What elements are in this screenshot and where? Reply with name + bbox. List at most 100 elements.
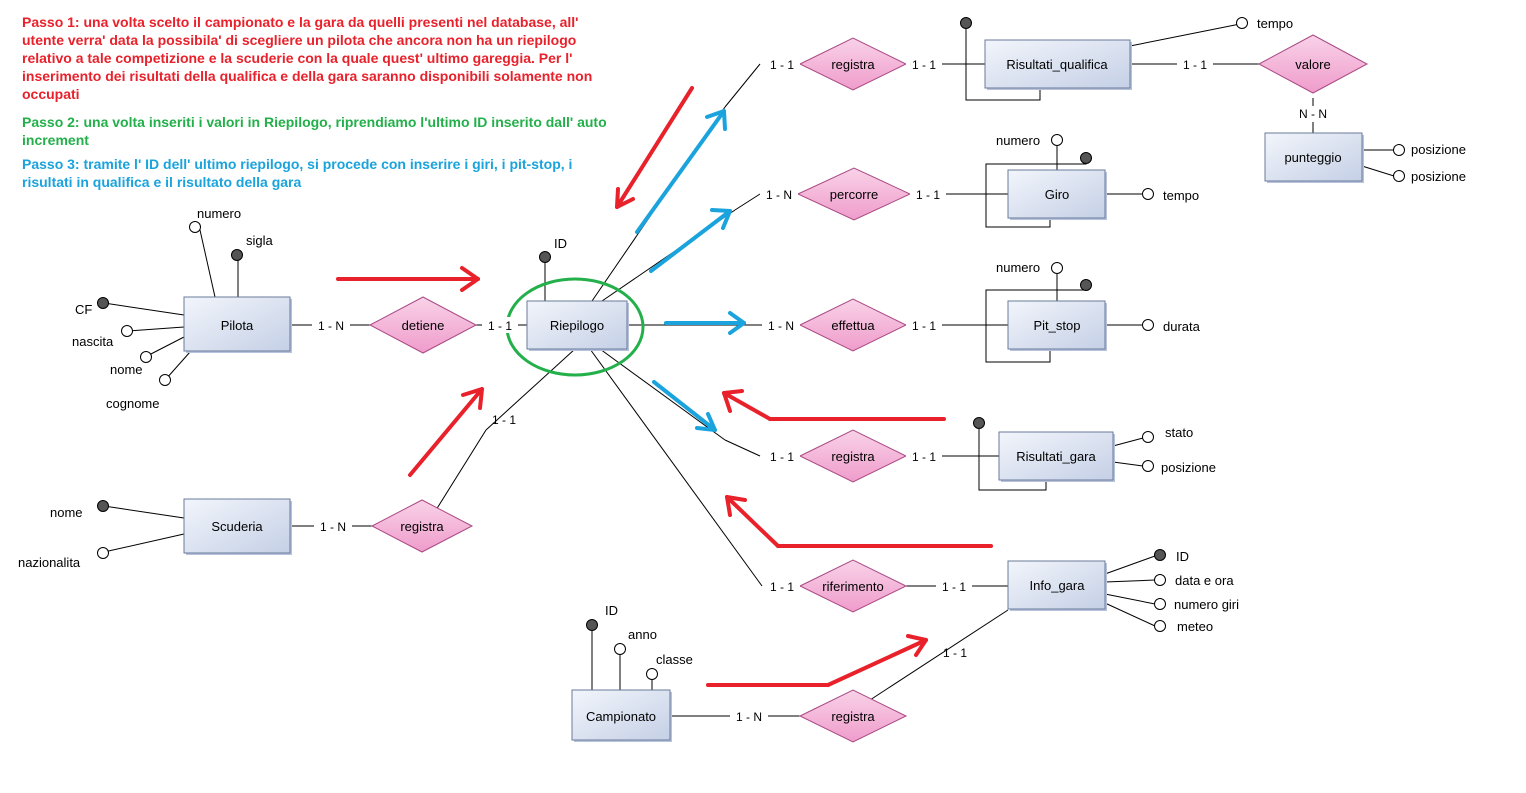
relation-registra-gara: registra [798, 429, 908, 483]
card-riepilogo-registra-q: 1 - 1 [770, 58, 794, 72]
attribute-markers [97, 17, 1405, 680]
attr-pilota-cf: CF [75, 302, 92, 317]
entity-risultati-gara-label: Risultati_gara [1016, 449, 1096, 464]
step3-note: Passo 3: tramite l' ID dell' ultimo riep… [22, 156, 573, 190]
entity-risultati-qualifica: Risultati_qualifica [984, 39, 1132, 90]
attr-marker-info-id [1154, 549, 1166, 561]
attr-campionato-classe: classe [656, 652, 693, 667]
card-riepilogo-riferimento: 1 - 1 [770, 580, 794, 594]
attr-marker-campionato-anno [614, 643, 626, 655]
attr-marker-giro-key [1080, 152, 1092, 164]
attr-gara-posizione: posizione [1161, 460, 1216, 475]
attr-marker-giro-tempo [1142, 188, 1154, 200]
notes-panel: Passo 1: una volta scelto il campionato … [22, 13, 622, 201]
blue-arrow-gara [652, 380, 717, 432]
card-effettua-pitstop: 1 - 1 [912, 319, 936, 333]
card-riferimento-info: 1 - 1 [942, 580, 966, 594]
attr-pitstop-durata: durata [1163, 319, 1201, 334]
attr-info-id: ID [1176, 549, 1189, 564]
connector-lines [103, 23, 1395, 717]
entity-scuderia: Scuderia [183, 498, 292, 555]
attr-pitstop-numero: numero [996, 260, 1040, 275]
attr-marker-scuderia-nome [97, 500, 109, 512]
attr-scuderia-nome: nome [50, 505, 83, 520]
attr-campionato-anno: anno [628, 627, 657, 642]
attr-marker-punteggio-posizione-2 [1393, 170, 1405, 182]
entity-riepilogo-label: Riepilogo [550, 318, 604, 333]
entity-scuderia-label: Scuderia [211, 519, 263, 534]
attr-marker-pilota-sigla [231, 249, 243, 261]
card-registra-info: 1 - 1 [943, 646, 967, 660]
attr-marker-punteggio-posizione-1 [1393, 144, 1405, 156]
attr-pilota-numero: numero [197, 206, 241, 221]
card-campionato-registra: 1 - N [736, 710, 762, 724]
attr-marker-campionato-id [586, 619, 598, 631]
attr-marker-pilota-cf [97, 297, 109, 309]
attr-marker-gara-key [973, 417, 985, 429]
attr-giro-tempo: tempo [1163, 188, 1199, 203]
attr-marker-riepilogo-id [539, 251, 551, 263]
card-detiene-riepilogo: 1 - 1 [488, 319, 512, 333]
relation-riferimento: riferimento [798, 559, 908, 613]
red-arrow-qualifica [615, 86, 694, 209]
card-percorre-giro: 1 - 1 [916, 188, 940, 202]
attr-gara-stato: stato [1165, 425, 1193, 440]
attr-punteggio-posizione-2: posizione [1411, 169, 1466, 184]
entity-pit-stop: Pit_stop [1007, 300, 1107, 351]
relation-valore-label: valore [1295, 57, 1330, 72]
cardinalities: 1 - N 1 - 1 1 - N 1 - 1 1 - 1 1 - 1 1 - … [312, 56, 1332, 724]
entities: Pilota Scuderia Riepilogo Campionato Ris… [183, 39, 1364, 742]
relationships: detiene registra registra percorre effet… [368, 34, 1369, 743]
entity-pilota-label: Pilota [221, 318, 254, 333]
entity-pit-stop-label: Pit_stop [1034, 318, 1081, 333]
card-riepilogo-effettua: 1 - N [768, 319, 794, 333]
entity-campionato: Campionato [571, 689, 672, 742]
relation-valore: valore [1257, 34, 1369, 94]
attr-marker-gara-posizione [1142, 460, 1154, 472]
attr-riepilogo-id: ID [554, 236, 567, 251]
attr-marker-giro-numero [1051, 134, 1063, 146]
relation-riferimento-label: riferimento [822, 579, 883, 594]
card-registra-g-risultati: 1 - 1 [912, 450, 936, 464]
attr-pilota-nome: nome [110, 362, 143, 377]
attr-marker-pitstop-durata [1142, 319, 1154, 331]
relation-registra-qualifica-label: registra [831, 57, 875, 72]
card-valore-punteggio: N - N [1299, 107, 1327, 121]
red-arrow-scuderia [408, 387, 484, 477]
attr-marker-campionato-classe [646, 668, 658, 680]
attr-punteggio-posizione-1: posizione [1411, 142, 1466, 157]
attr-pilota-nascita: nascita [72, 334, 114, 349]
entity-info-gara: Info_gara [1007, 560, 1107, 611]
attr-marker-info-meteo [1154, 620, 1166, 632]
attr-marker-pilota-numero [189, 221, 201, 233]
attr-marker-pilota-cognome [159, 374, 171, 386]
relation-registra-scuderia: registra [370, 499, 474, 553]
entity-pilota: Pilota [183, 296, 292, 353]
attr-qualifica-tempo: tempo [1257, 16, 1293, 31]
entity-campionato-label: Campionato [586, 709, 656, 724]
attribute-labels: numero sigla CF nascita nome cognome nom… [18, 16, 1466, 667]
entity-giro-label: Giro [1045, 187, 1070, 202]
card-scuderia-registra: 1 - N [320, 520, 346, 534]
relation-effettua-label: effettua [831, 318, 875, 333]
attr-marker-info-giri [1154, 598, 1166, 610]
annotation-arrows [336, 86, 993, 687]
entity-risultati-gara: Risultati_gara [998, 431, 1115, 482]
attr-pilota-sigla: sigla [246, 233, 274, 248]
entity-riepilogo: Riepilogo [526, 300, 629, 351]
attr-marker-pilota-nome [140, 351, 152, 363]
attr-pilota-cognome: cognome [106, 396, 159, 411]
card-registra-q-risultati: 1 - 1 [912, 58, 936, 72]
relation-detiene: detiene [368, 296, 478, 354]
entity-info-gara-label: Info_gara [1030, 578, 1086, 593]
attr-marker-qualifica-tempo [1236, 17, 1248, 29]
relation-percorre: percorre [796, 167, 912, 221]
attr-marker-scuderia-nazionalita [97, 547, 109, 559]
blue-arrow-giro [649, 209, 732, 273]
relation-effettua: effettua [798, 298, 908, 352]
relation-percorre-label: percorre [830, 187, 878, 202]
attr-marker-qualifica-key [960, 17, 972, 29]
relation-registra-campionato-label: registra [831, 709, 875, 724]
entity-risultati-qualifica-label: Risultati_qualifica [1006, 57, 1108, 72]
